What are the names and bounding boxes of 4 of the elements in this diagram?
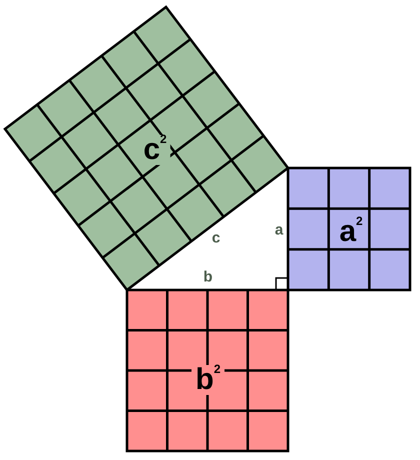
side-label: c [212, 230, 220, 246]
side-label: b [203, 270, 213, 284]
side-label: a [274, 222, 284, 238]
area-label: b$^{2}$ [192, 365, 224, 395]
